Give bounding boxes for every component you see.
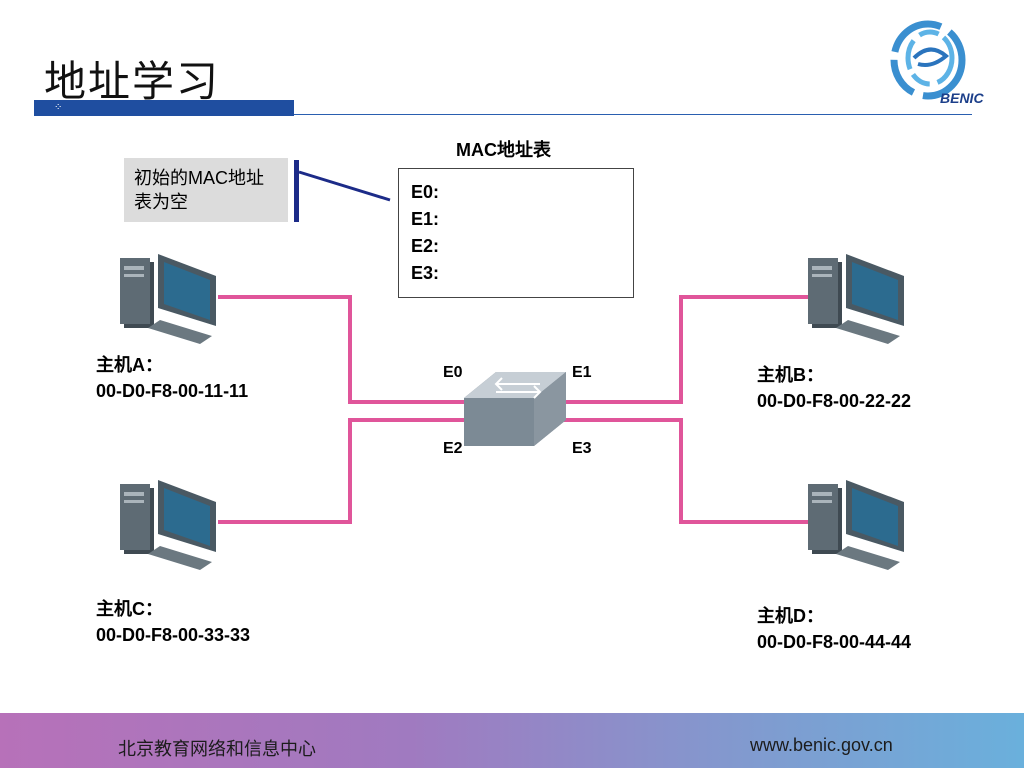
host-a-name: 主机A：: [96, 355, 163, 375]
port-label-e2: E2: [443, 440, 463, 457]
callout-bracket: [294, 160, 299, 222]
logo-text: BENIC: [940, 90, 984, 106]
callout-note: 初始的MAC地址表为空: [124, 158, 288, 222]
decorative-dots-icon: ⁘: [54, 102, 63, 113]
title-divider-line: [294, 114, 972, 115]
mac-table-row-e1: E1:: [411, 209, 440, 229]
host-b-computer-icon: [808, 254, 904, 344]
mac-table-row-e2: E2:: [411, 236, 440, 256]
title-underline-bar: ⁘: [34, 100, 294, 116]
host-c-mac: 00-D0-F8-00-33-33: [96, 625, 251, 645]
host-c-name: 主机C：: [96, 599, 163, 619]
host-c-label: 主机C： 00-D0-F8-00-33-33: [96, 596, 250, 648]
mac-table-title: MAC地址表: [456, 140, 551, 160]
switch-icon: [464, 372, 566, 446]
mac-table-row-e0: E0:: [411, 182, 440, 202]
host-c-computer-icon: [120, 480, 216, 570]
link-host-c-e2: [218, 418, 470, 524]
host-a-label: 主机A： 00-D0-F8-00-11-11: [96, 352, 248, 404]
footer-band: [0, 713, 1024, 768]
slide-title: 地址学习: [44, 57, 221, 106]
host-b-label: 主机B： 00-D0-F8-00-22-22: [757, 362, 911, 414]
footer-organization: 北京教育网络和信息中心: [118, 739, 316, 759]
mac-table: E0: E1: E2: E3:: [398, 168, 634, 298]
port-label-e0: E0: [443, 364, 463, 381]
callout-connector-line: [298, 170, 391, 202]
link-host-b-e1: [564, 295, 808, 404]
host-b-mac: 00-D0-F8-00-22-22: [757, 391, 912, 411]
benic-logo: BENIC: [884, 12, 984, 112]
host-d-computer-icon: [808, 480, 904, 570]
port-label-e1: E1: [572, 364, 592, 381]
host-d-label: 主机D： 00-D0-F8-00-44-44: [757, 603, 911, 655]
host-a-mac: 00-D0-F8-00-11-11: [96, 381, 249, 401]
link-host-d-e3: [564, 418, 808, 524]
host-a-computer-icon: [120, 254, 216, 344]
host-b-name: 主机B：: [757, 365, 824, 385]
host-d-name: 主机D：: [757, 606, 824, 626]
benic-globe-icon: [890, 20, 966, 100]
port-label-e3: E3: [572, 440, 592, 457]
link-host-a-e0: [218, 295, 470, 404]
footer-website: www.benic.gov.cn: [750, 735, 893, 755]
host-d-mac: 00-D0-F8-00-44-44: [757, 632, 912, 652]
mac-table-row-e3: E3:: [411, 263, 440, 283]
